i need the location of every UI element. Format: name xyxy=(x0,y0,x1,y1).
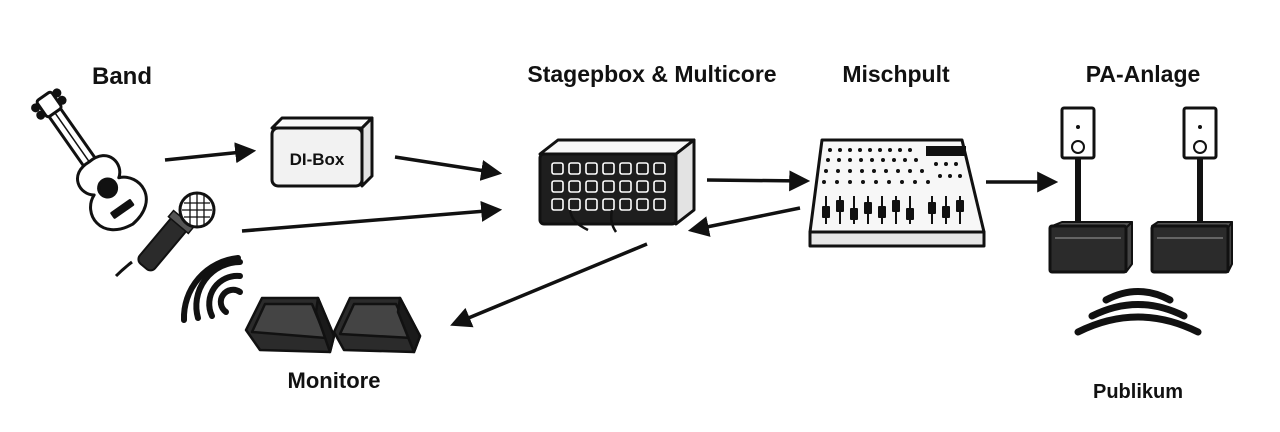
di-box-icon xyxy=(270,116,374,188)
label-audience: Publikum xyxy=(1093,381,1183,403)
label-monitors: Monitore xyxy=(288,368,381,393)
mixing-console-icon xyxy=(808,138,986,248)
monitor-sound-wave-icon xyxy=(180,255,243,323)
stagebox-icon xyxy=(538,138,696,233)
stage-monitor-left-icon xyxy=(244,296,336,354)
arrow-stagebox-to-monitors xyxy=(450,242,648,328)
arrow-stagebox-to-mixer xyxy=(706,170,811,192)
label-band: Band xyxy=(92,63,152,90)
label-mixer: Mischpult xyxy=(842,61,950,87)
guitar-icon xyxy=(31,88,148,232)
stage-monitor-right-icon xyxy=(332,296,422,354)
pa-speaker-right-icon xyxy=(1150,106,1233,274)
arrow-dibox-to-stagebox xyxy=(394,155,503,181)
dibox-label: DI-Box xyxy=(290,150,345,169)
arrow-mixer-to-stagebox xyxy=(687,206,801,237)
sound-wave-icon xyxy=(1074,288,1202,336)
arrow-guitar-to-dibox xyxy=(164,142,257,164)
label-pa: PA-Anlage xyxy=(1086,61,1201,87)
arrow-mic-to-stagebox xyxy=(241,200,503,233)
label-stagebox: Stagepbox & Multicore xyxy=(527,61,776,87)
pa-speaker-left-icon xyxy=(1048,106,1133,274)
microphone-icon xyxy=(114,191,216,278)
